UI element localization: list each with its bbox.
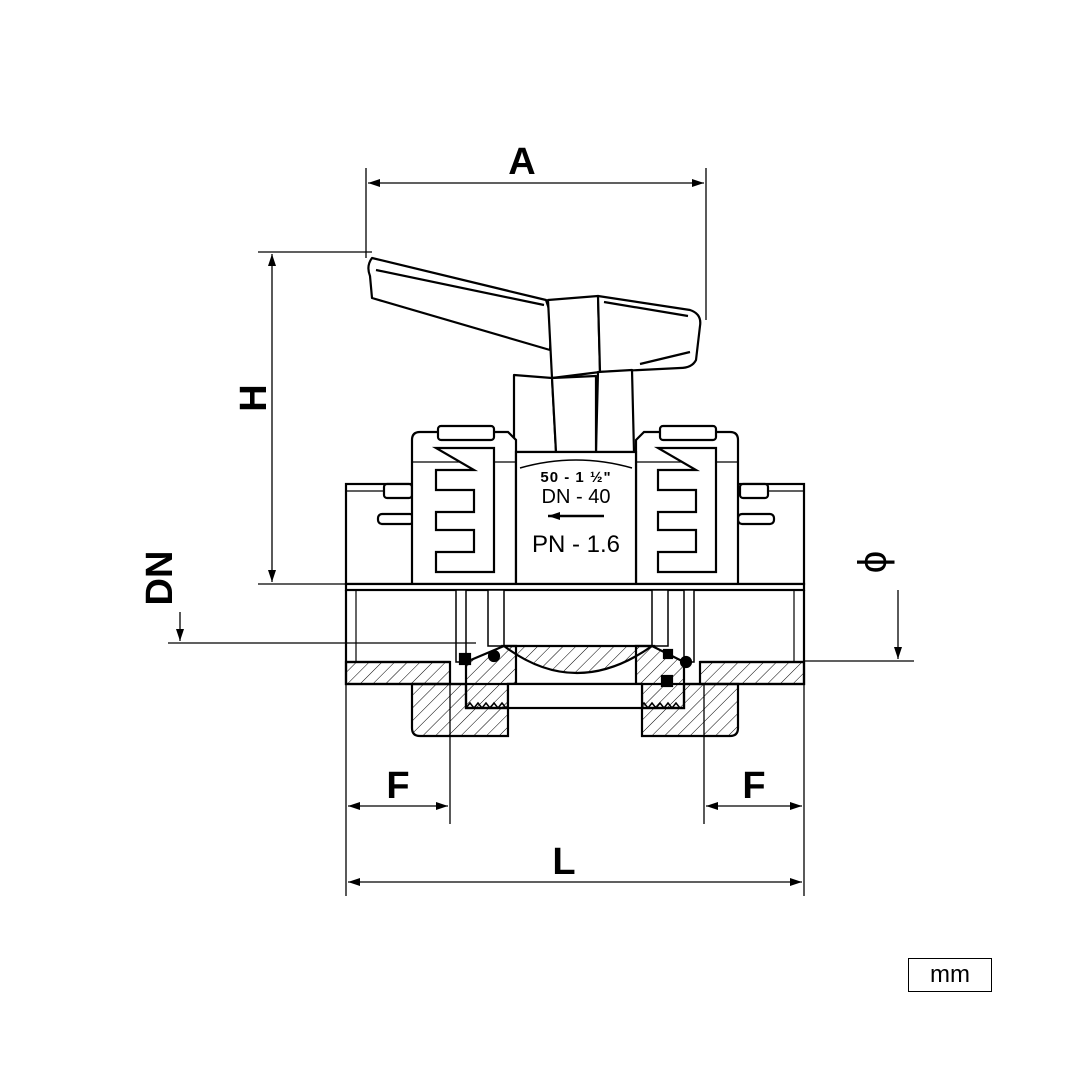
- unit-label: mm: [908, 958, 992, 992]
- dim-label-a: A: [508, 141, 535, 183]
- dim-label-phi: ϕ: [851, 551, 895, 573]
- pn-marking: PN - 1.6: [532, 531, 620, 558]
- dim-label-f-right: F: [742, 765, 765, 807]
- dim-label-dn: DN: [139, 551, 181, 606]
- dn-marking: DN - 40: [542, 486, 611, 508]
- dim-label-h: H: [233, 384, 275, 411]
- dim-label-f-left: F: [386, 765, 409, 807]
- valve-body: [344, 424, 806, 586]
- dimension-lines: [168, 168, 914, 896]
- valve-section: [344, 582, 806, 738]
- dim-label-l: L: [552, 841, 575, 883]
- size-marking: 50 - 1 ½": [540, 469, 611, 486]
- valve-handle: [367, 256, 702, 454]
